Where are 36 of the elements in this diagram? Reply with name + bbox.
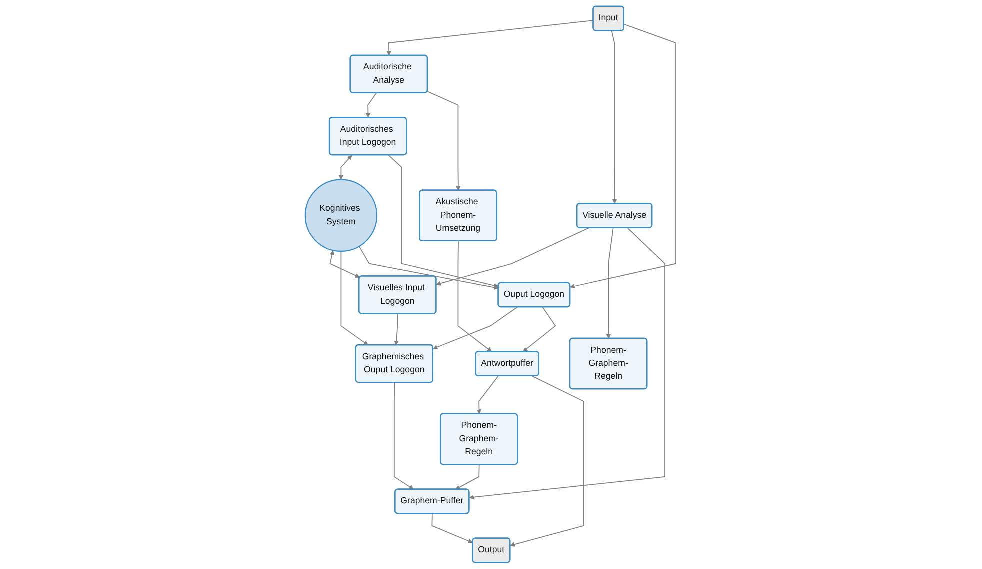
arrow	[366, 92, 378, 118]
process-box: Visuelles Input Logogon	[358, 276, 438, 314]
arrow	[432, 513, 474, 544]
process-box: Auditorisches Input Logogon	[329, 117, 408, 156]
input-band: Input	[592, 6, 625, 32]
process-box: Phonem-Graphem-Regeln	[440, 413, 518, 466]
arrow	[388, 154, 500, 288]
process-box: Auditorische Analyse	[350, 54, 428, 94]
process-box: Akustische Phonem-Umsetzung	[419, 190, 498, 242]
arrow	[436, 228, 590, 286]
arrow	[339, 155, 353, 180]
arrow	[570, 24, 677, 289]
arrow	[470, 228, 666, 500]
arrow	[394, 382, 414, 490]
system-circle: Kognitives System	[305, 179, 378, 252]
output-band: Output	[472, 538, 511, 564]
arrow	[612, 30, 618, 204]
process-box: Graphemisches Ouput Logogon	[356, 344, 434, 384]
arrow	[359, 246, 500, 290]
process-box: Phonem-Graphem-Regeln	[570, 338, 648, 390]
process-box: Ouput Logogon	[498, 282, 571, 308]
process-box: Graphem-Puffer	[394, 488, 470, 514]
arrow	[510, 376, 585, 547]
arrow	[456, 464, 480, 490]
arrow	[433, 306, 518, 350]
process-box: Antwortpuffer	[475, 351, 540, 376]
arrow	[606, 228, 614, 339]
arrow	[341, 251, 369, 346]
arrow	[330, 250, 360, 278]
process-box: Visuelle Analyse	[576, 203, 653, 228]
arrow	[394, 314, 400, 346]
arrow	[386, 20, 594, 56]
arrow	[427, 91, 462, 191]
arrow	[458, 240, 492, 352]
arrow	[523, 306, 556, 352]
arrow	[477, 376, 500, 414]
